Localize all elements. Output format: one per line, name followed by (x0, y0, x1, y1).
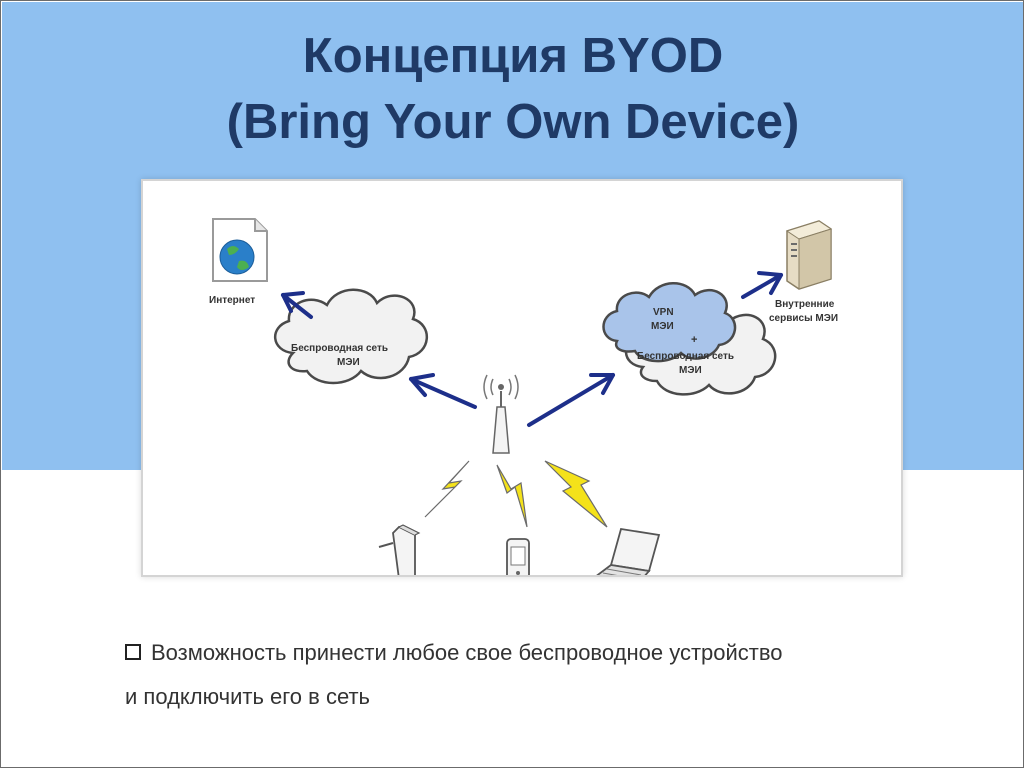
lightning-icon (544, 460, 608, 528)
laptop-icon (596, 527, 661, 575)
globe-document-icon (212, 218, 268, 282)
bullet-text-1: Возможность принести любое свое беспрово… (151, 640, 783, 665)
diagram-canvas: Интернет Внутренние сервисы МЭИ Беспрово… (209, 218, 838, 575)
bullet-line-2: и подключить его в сеть (125, 684, 370, 709)
lightning-icon (496, 464, 528, 528)
wireless-cloud (273, 288, 429, 385)
byod-diagram: Интернет Внутренние сервисы МЭИ Беспрово… (141, 179, 903, 577)
antenna-icon (483, 374, 519, 454)
internet-label: Интернет (209, 295, 255, 306)
wireless-cloud-label-2: МЭИ (337, 357, 360, 368)
arrow-head-internet (281, 291, 305, 313)
arrow-to-wireless-cloud (409, 377, 477, 409)
arrow-head-vpn-cloud (589, 373, 615, 395)
lightning-icon (424, 460, 470, 518)
title-line-2: (Bring Your Own Device) (226, 95, 800, 149)
vpn-label-4: МЭИ (679, 365, 702, 376)
title-line-1: Концепция BYOD (302, 29, 724, 83)
bullet-line-1: Возможность принести любое свое беспрово… (125, 631, 925, 675)
arrow-head-internal-services (757, 271, 783, 295)
arrow-head-wireless-cloud (409, 373, 435, 397)
phone-icon (506, 538, 530, 575)
vpn-label-3: Беспроводная сеть (637, 351, 734, 362)
vpn-label-2: МЭИ (651, 321, 674, 332)
arrow-to-internet (281, 293, 313, 319)
internal-label-1: Внутренние (775, 299, 835, 310)
slide-title: Концепция BYOD (Bring Your Own Device) (1, 23, 1024, 155)
internal-label-2: сервисы МЭИ (769, 313, 838, 324)
checkbox-bullet-icon (125, 644, 141, 660)
tablet-icon (378, 524, 421, 575)
bullet-point: Возможность принести любое свое беспрово… (125, 631, 925, 719)
server-tower-icon (785, 220, 833, 290)
arrow-to-internal-services (741, 273, 783, 299)
vpn-label-1: VPN (653, 307, 674, 318)
vpn-plus: + (691, 334, 697, 346)
arrow-to-vpn-cloud (527, 373, 615, 427)
vpn-wireless-cloud (602, 282, 777, 396)
wireless-cloud-label-1: Беспроводная сеть (291, 343, 388, 354)
